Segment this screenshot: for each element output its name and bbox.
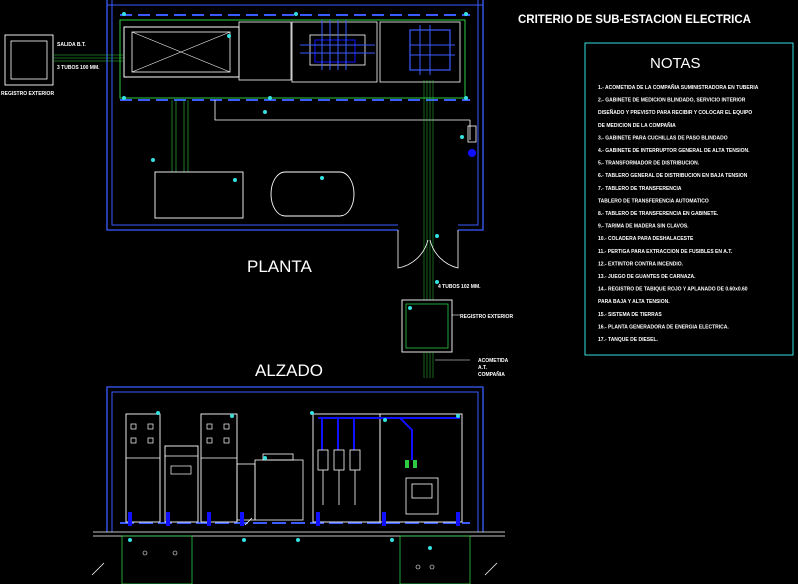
note-line: 7.- TABLERO DE TRANSFERENCIA — [598, 186, 682, 192]
note-line: 17.- TANQUE DE DIESEL. — [598, 337, 659, 343]
salida-label: SALIDA B.T. — [57, 42, 86, 48]
note-line: 15.- SISTEMA DE TIERRAS — [598, 312, 662, 318]
note-line: 10.- COLADERA PARA DESHALACESTE — [598, 236, 694, 242]
acometida-label-1: ACOMETIDA — [478, 358, 509, 364]
notes-panel: NOTAS 1.- ACOMETIDA DE LA COMPAÑIA SUMIN… — [584, 42, 794, 356]
note-line: 8.- TABLERO DE TRANSFERENCIA EN GABINETE… — [598, 211, 719, 217]
notes-title: NOTAS — [650, 55, 701, 72]
note-line: PARA BAJA Y ALTA TENSION. — [598, 299, 670, 305]
elevation-label: ALZADO — [255, 361, 323, 380]
notes-list: 1.- ACOMETIDA DE LA COMPAÑIA SUMINISTRAD… — [598, 84, 759, 343]
drawing-title: CRITERIO DE SUB-ESTACION ELECTRICA — [518, 14, 751, 26]
note-line: 3.- GABINETE PARA CUCHILLAS DE PASO BLIN… — [598, 135, 728, 141]
note-line: 14.- REGISTRO DE TABIQUE ROJO Y APLANADO… — [598, 287, 748, 293]
note-line: 6.- TABLERO GENERAL DE DISTRIBUCION EN B… — [598, 173, 748, 179]
note-line: DISEÑADO Y PREVISTO PARA RECIBIR Y COLOC… — [598, 109, 752, 116]
note-line: 9.- TARIMA DE MADERA SIN CLAVOS. — [598, 224, 689, 230]
note-line: DE MEDICION DE LA COMPAÑIA — [598, 122, 676, 129]
note-line: 11.- PERTIGA PARA EXTRACCION DE FUSIBLES… — [598, 249, 733, 255]
note-line: 16.- PLANTA GENERADORA DE ENERGIA ELECTR… — [598, 324, 729, 330]
plan-view: SALIDA B.T. 3 TUBOS 100 MM. REGISTRO EXT… — [1, 0, 513, 378]
acometida-label-3: COMPAÑIA — [478, 371, 505, 378]
note-line: 4.- GABINETE DE INTERRUPTOR GENERAL DE A… — [598, 148, 750, 154]
registro-left-label: REGISTRO EXTERIOR — [1, 91, 54, 97]
note-line: TABLERO DE TRANSFERENCIA AUTOMATICO — [598, 198, 709, 204]
registro-bottom-label: REGISTRO EXTERIOR — [460, 314, 513, 320]
note-line: 1.- ACOMETIDA DE LA COMPAÑIA SUMINISTRAD… — [598, 84, 759, 91]
acometida-label-2: A.T. — [478, 365, 488, 371]
note-line: 5.- TRANSFORMADOR DE DISTRIBUCION. — [598, 161, 700, 167]
plan-label: PLANTA — [247, 257, 313, 276]
note-line: 2.- GABINETE DE MEDICION BLINDADO, SERVI… — [598, 98, 746, 104]
tubos-left-label: 3 TUBOS 100 MM. — [57, 65, 100, 71]
elevation-view: ALZADO — [91, 361, 505, 584]
note-line: 12.- EXTINTOR CONTRA INCENDIO. — [598, 261, 684, 267]
note-line: 13.- JUEGO DE GUANTES DE CARNAZA. — [598, 274, 696, 280]
tubos-bottom-label: 4 TUBOS 102 MM. — [438, 284, 481, 290]
